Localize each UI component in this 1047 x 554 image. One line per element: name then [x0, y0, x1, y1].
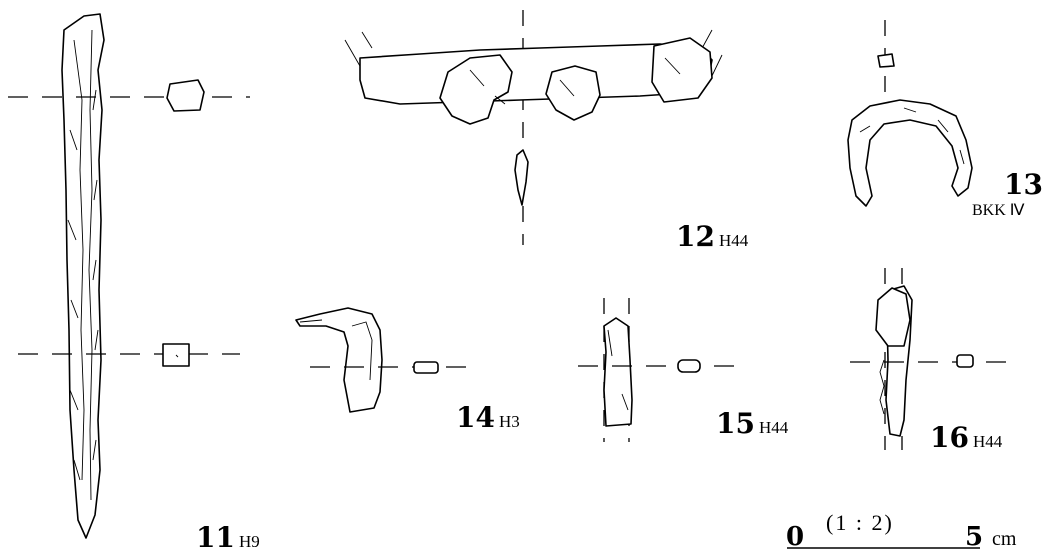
scale-bar-unit: cm: [992, 528, 1017, 550]
artifact-13-drawing: [847, 20, 973, 207]
section-11-lower: [18, 343, 240, 367]
artifact-11-drawing: [61, 13, 105, 539]
artifact-12-drawing: [344, 10, 723, 245]
scale-bar-start: 0: [786, 522, 805, 552]
artifact-16-code: H44: [972, 432, 1003, 451]
label-artifact-13: 13: [1004, 171, 1043, 199]
artifact-12-code: H44: [718, 231, 749, 250]
section-11-upper: [8, 79, 250, 112]
section-14: [310, 361, 470, 374]
artifact-15-code: H44: [758, 418, 789, 437]
section-15: [578, 359, 734, 373]
artifact-16-drawing: [875, 268, 913, 450]
artifact-11-code: H9: [238, 532, 260, 551]
artifact-13-number: 13: [1004, 168, 1043, 201]
artifact-13-code: BKK Ⅳ: [972, 202, 1025, 219]
artifact-11-number: 11: [196, 521, 235, 554]
scale-bar-end: 5: [965, 522, 984, 552]
scale-bar-ratio: (1 : 2): [826, 510, 894, 535]
artifact-12-number: 12: [676, 220, 715, 253]
artifact-15-number: 15: [716, 407, 755, 440]
artifact-14-code: H3: [498, 412, 520, 431]
artifact-16-number: 16: [930, 421, 969, 454]
section-16: [850, 354, 1006, 368]
artifact-14-number: 14: [456, 401, 495, 434]
artifact-15-drawing: [603, 298, 633, 442]
artifact-14-drawing: [295, 307, 383, 413]
